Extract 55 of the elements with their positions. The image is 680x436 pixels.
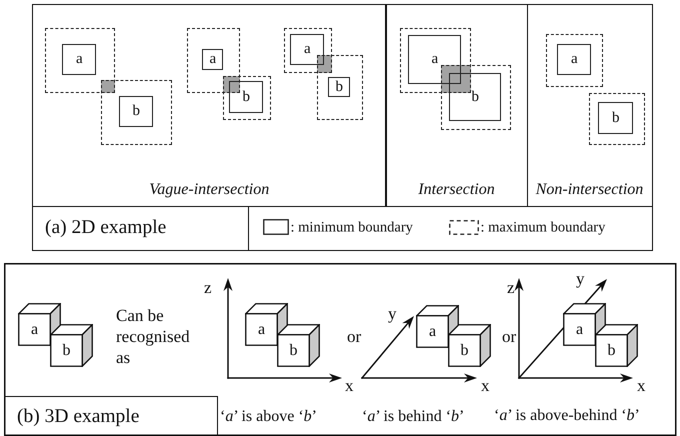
minimum-boundary-box: a (62, 44, 96, 76)
cube-label: a (576, 322, 584, 338)
minimum-boundary-box: a (408, 35, 462, 84)
maximum-boundary-box (316, 54, 362, 120)
example-panel (385, 4, 528, 207)
axis-label: z (507, 279, 515, 298)
relation-caption: ‘a’ is above ‘b’ (220, 408, 317, 426)
cube-label: b (460, 343, 468, 359)
part-label: (a) 2D example (32, 206, 249, 250)
maximum-boundary-box (100, 80, 172, 144)
minimum-boundary-box: b (328, 77, 350, 98)
cube (50, 324, 93, 367)
minimum-boundary-box: b (598, 102, 634, 134)
example-panel (32, 4, 386, 207)
legend-text: : maximum boundary (480, 220, 606, 236)
example-panel (526, 4, 652, 207)
axis-label: x (637, 377, 646, 396)
maximum-boundary-box (588, 92, 644, 144)
conjunction-text: or (502, 328, 516, 347)
minimum-boundary-box: b (229, 81, 264, 114)
maximum-boundary-box (400, 28, 470, 92)
relation-caption: ‘a’ is behind ‘b’ (362, 408, 464, 426)
cube (595, 324, 638, 367)
cube-label: b (290, 343, 298, 359)
part-label: (b) 3D example (4, 396, 218, 436)
minimum-boundary-box: a (202, 49, 224, 70)
minimum-boundary-box: b (449, 73, 502, 122)
minimum-boundary-box: a (557, 44, 592, 76)
cube-label: a (258, 322, 266, 338)
maximum-boundary-box (186, 28, 240, 92)
cube-label: b (62, 343, 70, 359)
maximum-boundary-box (44, 28, 114, 92)
panel-caption: Non-intersection (536, 181, 644, 199)
legend-text: : minimum boundary (290, 220, 413, 236)
minimum-boundary-box: b (119, 96, 154, 128)
minimum-boundary-box: a (290, 34, 324, 66)
axis-label: y (576, 270, 584, 289)
maximum-boundary-box (222, 76, 270, 120)
cube (448, 324, 491, 367)
cube-label: b (608, 343, 616, 359)
axis-label: y (388, 305, 396, 324)
maximum-boundary-box (440, 64, 510, 130)
panel-caption: Intersection (418, 181, 495, 199)
relation-caption: ‘a’ is above-behind ‘b’ (494, 407, 640, 425)
maximum-boundary-box (284, 28, 332, 72)
axis-label: x (481, 377, 490, 396)
panel-caption: Vague-intersection (149, 181, 270, 199)
description-text: Can be recognised as (116, 305, 191, 368)
axis-label: x (345, 377, 354, 396)
axis-label: z (204, 279, 212, 298)
cube-label: a (428, 324, 436, 340)
maximum-boundary-box (546, 34, 602, 86)
cube-label: a (30, 322, 38, 338)
conjunction-text: or (347, 328, 362, 347)
cube (277, 324, 320, 367)
